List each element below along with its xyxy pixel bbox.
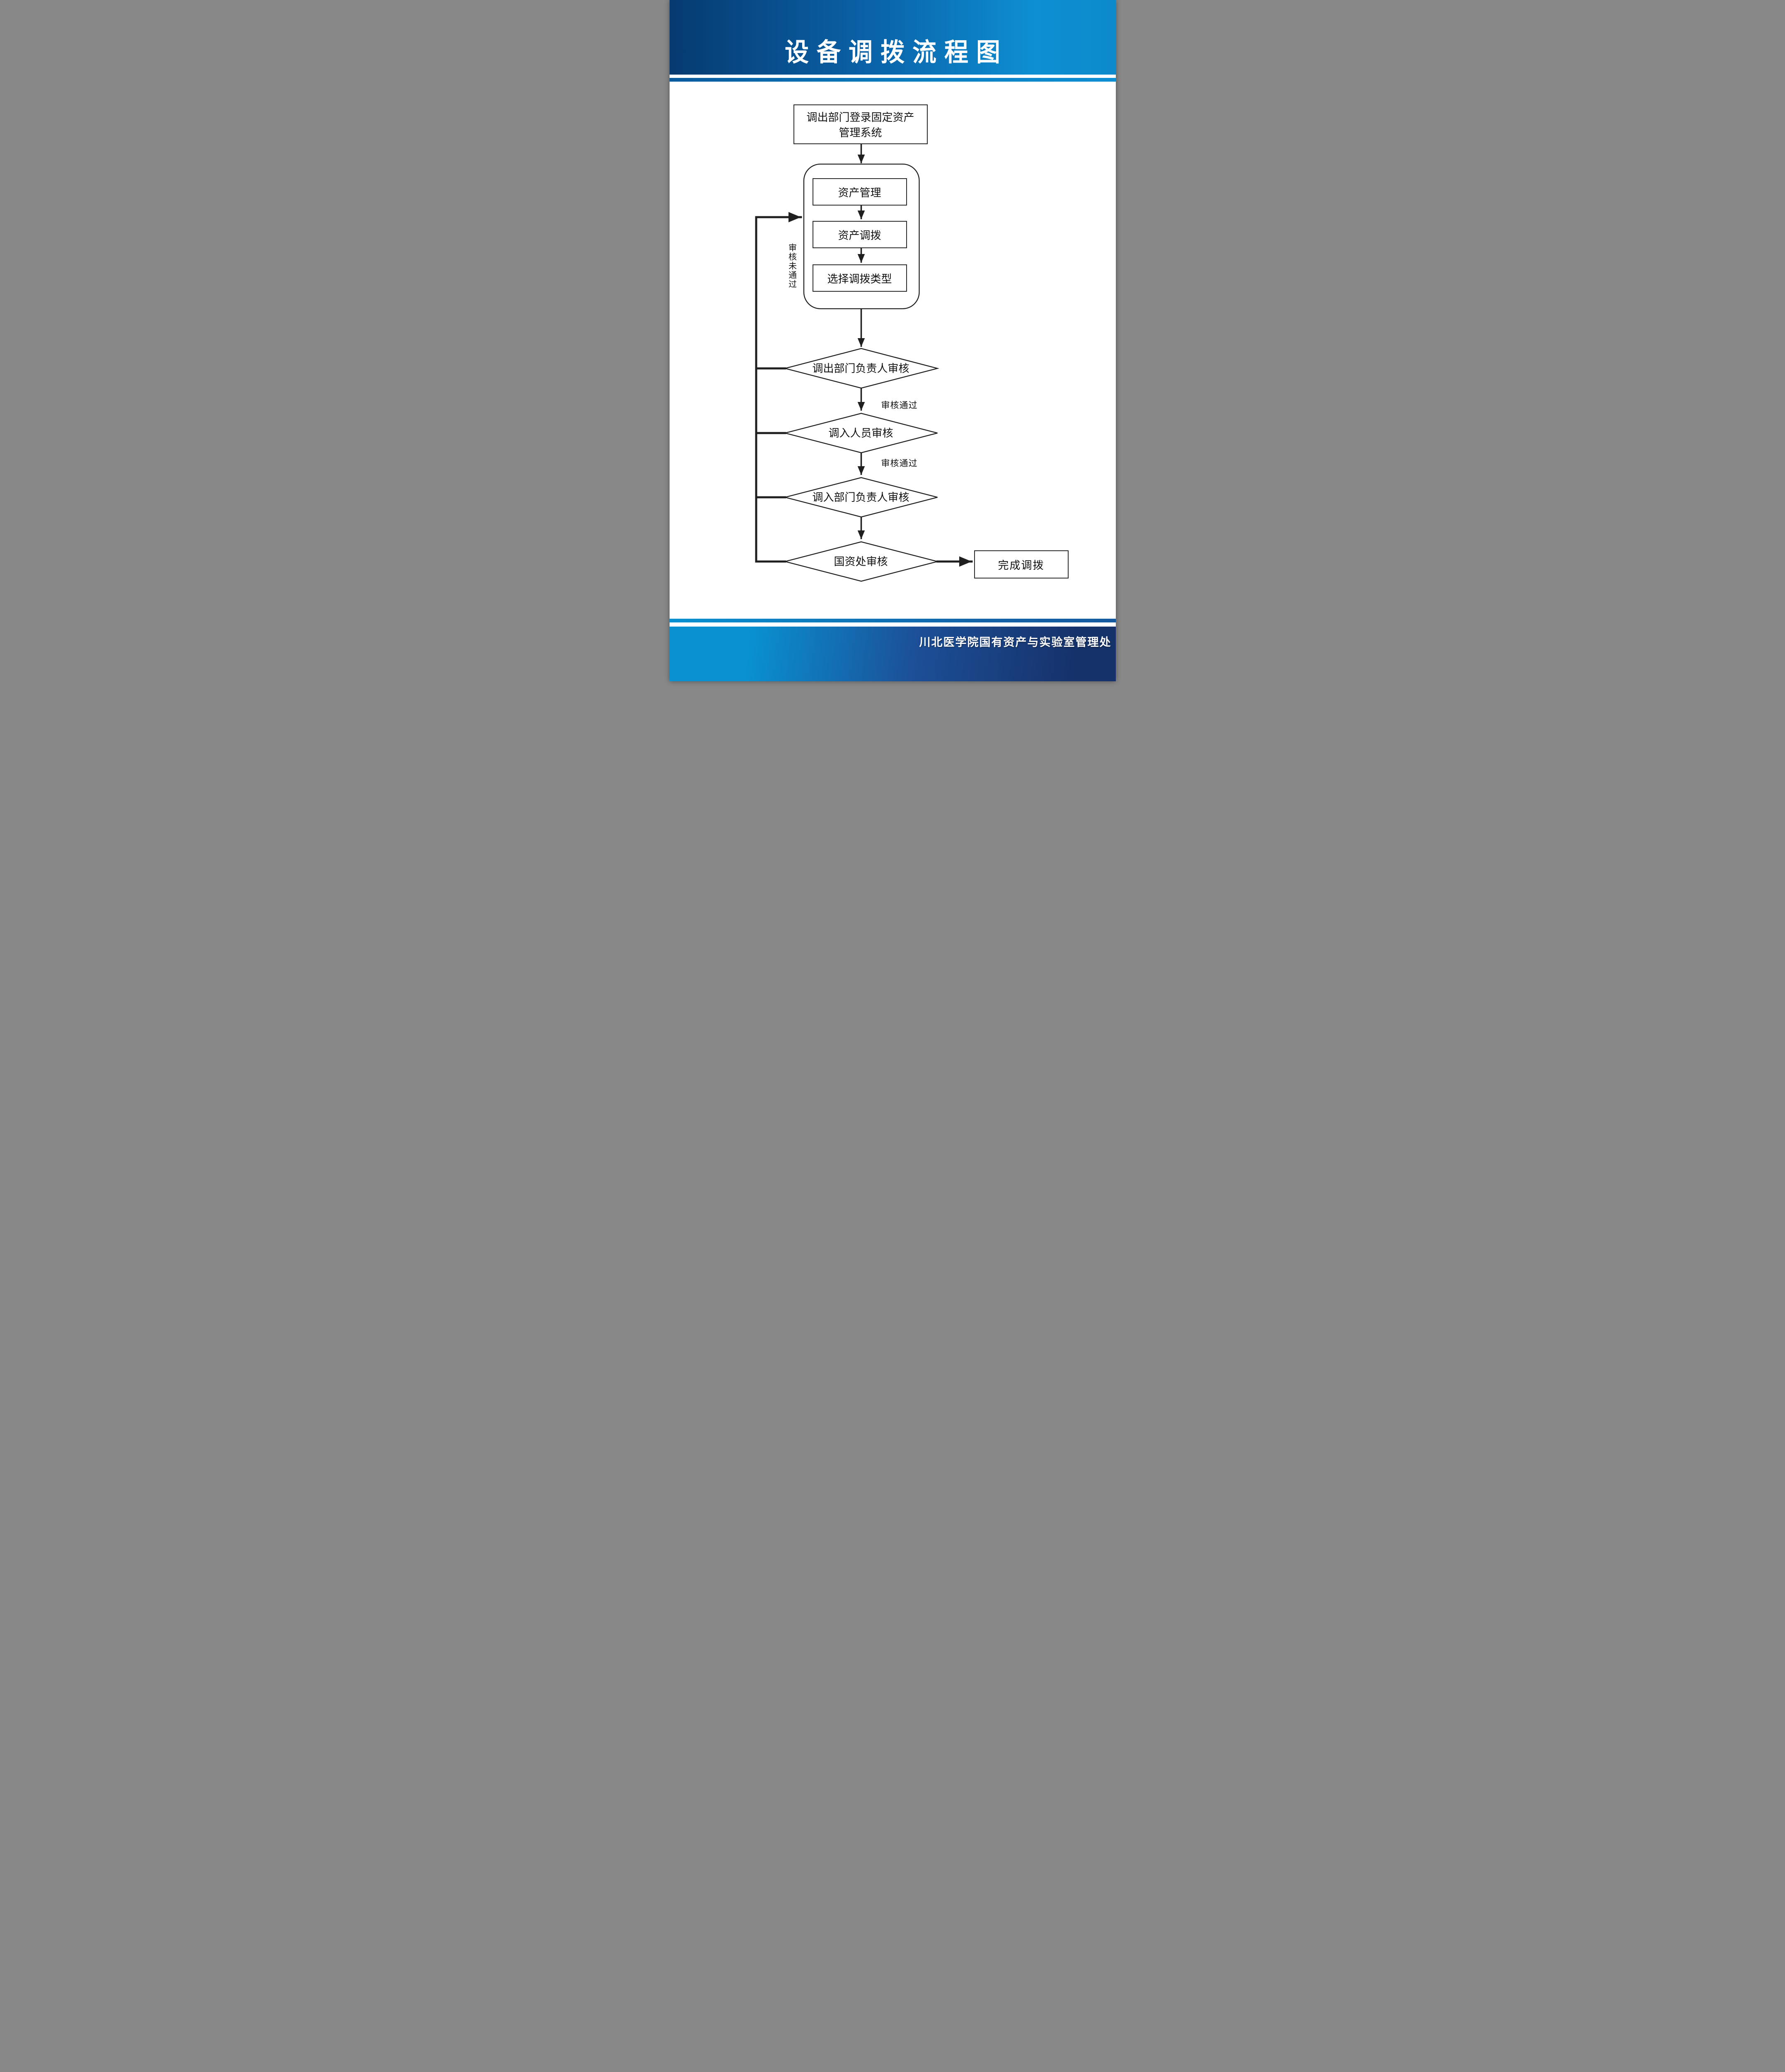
step-box-asset-management: 资产管理 [812, 178, 907, 206]
pass-label-1: 审核通过 [881, 401, 918, 410]
diamond2-label: 调入人员审核 [828, 427, 893, 439]
diamond3-label: 调入部门负责人审核 [812, 491, 909, 503]
end-box: 完成调拨 [974, 550, 1069, 579]
poster-page: 设备调拨流程图 川北医学院国有资产与实验室管理处 [669, 0, 1116, 681]
start-box: 调出部门登录固定资产 管理系统 [793, 104, 928, 144]
step-box-select-transfer-type: 选择调拨类型 [812, 264, 907, 292]
footer-blue-stripe [669, 619, 1116, 622]
start-box-line1: 调出部门登录固定资产 [806, 111, 914, 123]
footer-band [669, 627, 1116, 681]
footer-organization: 川北医学院国有资产与实验室管理处 [919, 636, 1112, 649]
fail-label: 审核未通过 [787, 243, 796, 289]
step-label: 选择调拨类型 [827, 272, 892, 285]
step-label: 资产管理 [838, 186, 881, 199]
flowchart-canvas [755, 144, 972, 582]
step-label: 资产调拨 [838, 229, 881, 242]
diamond4-label: 国资处审核 [834, 555, 888, 568]
page-title: 设备调拨流程图 [784, 38, 1008, 67]
diamond1-label: 调出部门负责人审核 [812, 362, 909, 375]
header-band [669, 0, 1116, 75]
footer-white-stripe [669, 622, 1116, 627]
header-blue-stripe [669, 78, 1116, 82]
end-box-label: 完成调拨 [998, 559, 1045, 571]
step-box-asset-transfer: 资产调拨 [812, 221, 907, 248]
header-white-stripe [669, 75, 1116, 78]
pass-label-2: 审核通过 [881, 459, 918, 468]
start-box-line2: 管理系统 [839, 126, 882, 139]
